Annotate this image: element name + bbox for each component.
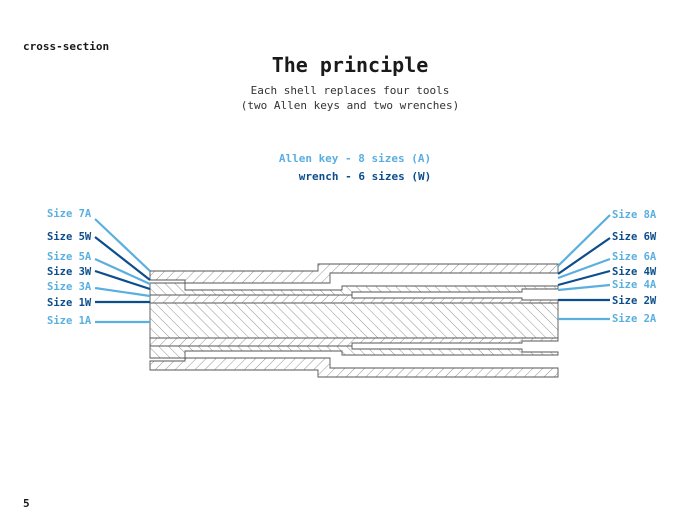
label-size-1w: Size 1W [47, 297, 92, 309]
label-size-2w: Size 2W [612, 295, 657, 307]
label-size-4w: Size 4W [612, 266, 657, 278]
label-size-3w: Size 3W [47, 266, 92, 278]
left-leader-size-3a [95, 288, 150, 296]
label-size-3a: Size 3A [47, 281, 92, 293]
label-size-4a: Size 4A [612, 279, 657, 291]
label-size-6w: Size 6W [612, 231, 657, 243]
label-size-2a: Size 2A [612, 313, 657, 325]
shell-body [150, 264, 558, 377]
label-size-5w: Size 5W [47, 231, 92, 243]
right-leader-size-4a [558, 285, 610, 290]
label-size-5a: Size 5A [47, 251, 92, 263]
label-size-6a: Size 6A [612, 251, 657, 263]
page-number: 5 [23, 497, 30, 510]
label-size-7a: Size 7A [47, 208, 92, 220]
label-size-1a: Size 1A [47, 315, 92, 327]
right-leader-size-4w [558, 271, 610, 285]
right-leader-lines [558, 215, 610, 319]
label-size-8a: Size 8A [612, 209, 657, 221]
left-leader-lines [95, 219, 150, 322]
right-leader-size-8a [558, 215, 610, 266]
